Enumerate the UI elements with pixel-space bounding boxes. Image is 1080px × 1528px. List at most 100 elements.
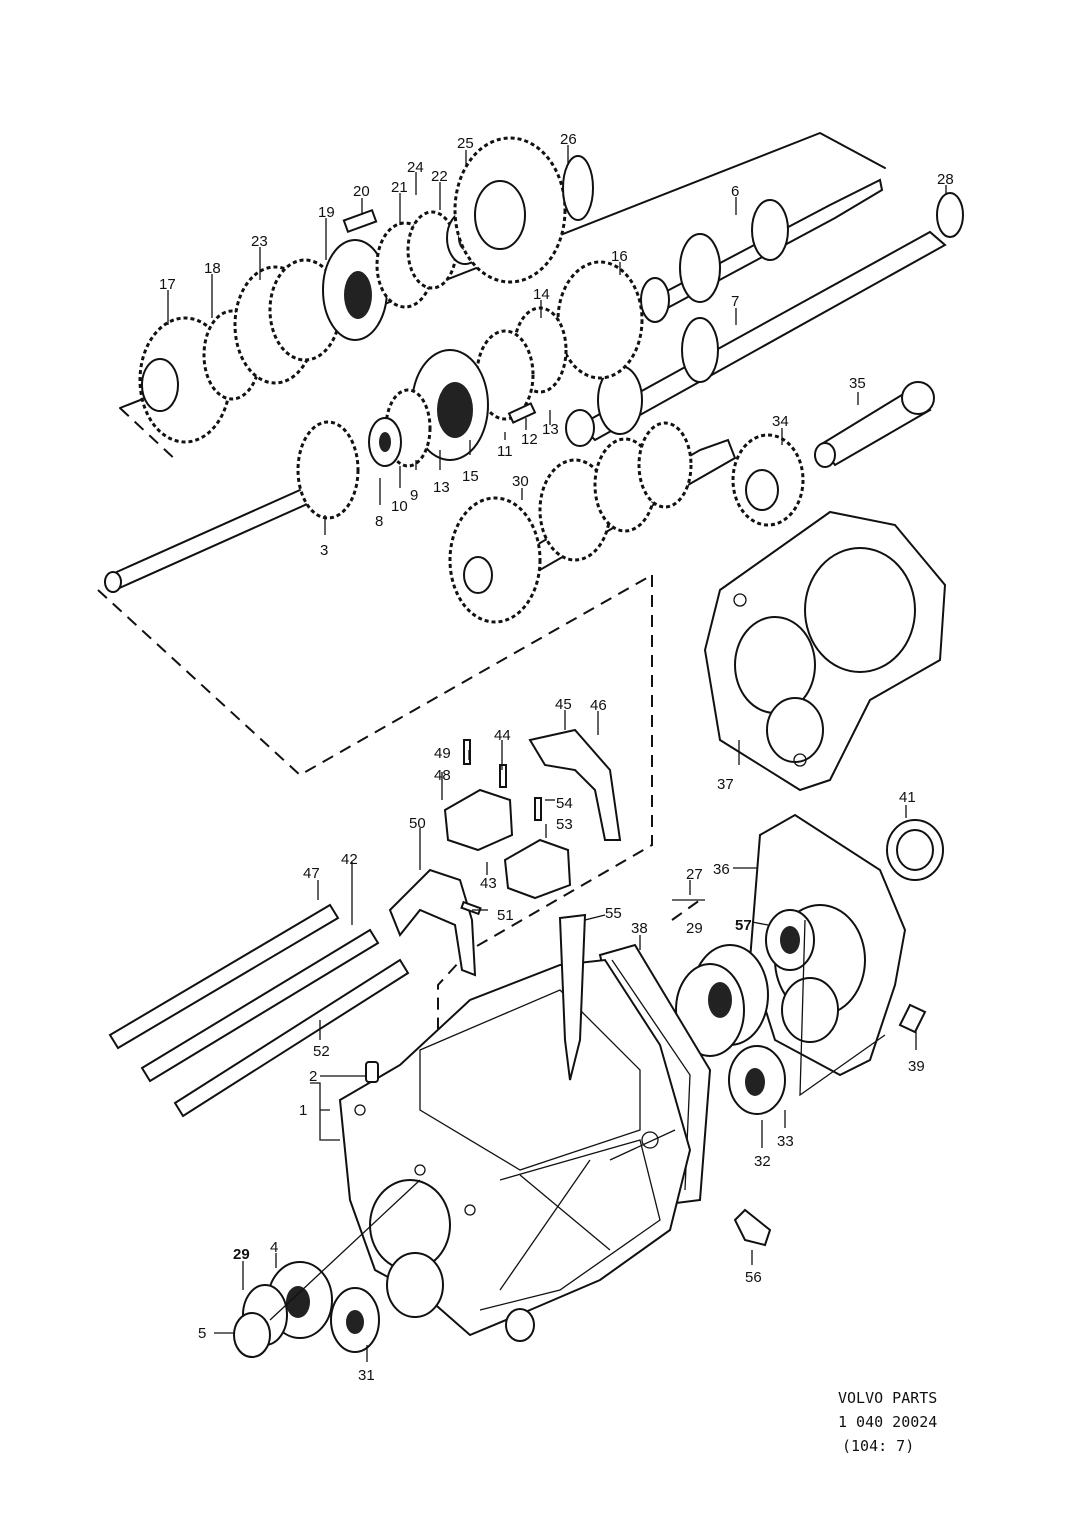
label-30: 30 [512,473,529,490]
transmission-housing-1 [338,958,692,1342]
label-12: 12 [521,431,538,448]
pins-44-49-51-54 [460,739,542,916]
lower-group-dash-frame [97,574,653,777]
label-39: 39 [908,1058,925,1075]
reference-line-2: 1 040 20024 [838,1413,937,1431]
label-47: 47 [303,865,320,882]
label-27: 27 [686,866,703,883]
label-9: 9 [410,487,418,504]
label-54: 54 [556,795,573,812]
label-32: 32 [754,1153,771,1170]
label-46: 46 [590,697,607,714]
label-2: 2 [309,1068,317,1085]
drawing-reference: VOLVO PARTS 1 040 20024 (104: 7) [838,1389,937,1455]
label-7: 7 [731,293,739,310]
label-4: 4 [270,1239,278,1256]
shift-block-48 [443,788,514,852]
reverse-shaft-35 [814,381,935,468]
washer-26 [562,155,594,221]
shift-fork-45 [528,728,622,841]
shift-rail-52 [173,958,410,1118]
label-33: 33 [777,1133,794,1150]
label-57: 57 [735,917,752,934]
label-3: 3 [320,542,328,559]
bearing-32-33 [728,1045,786,1115]
label-42: 42 [341,851,358,868]
label-43: 43 [480,875,497,892]
bearing-27 [675,944,769,1057]
leader-lines [167,145,947,1362]
label-25: 25 [457,135,474,152]
label-17: 17 [159,276,176,293]
label-50: 50 [409,815,426,832]
label-8: 8 [375,513,383,530]
label-38: 38 [631,920,648,937]
label-56: 56 [745,1269,762,1286]
label-6: 6 [731,183,739,200]
countershaft-7 [565,230,947,447]
label-28: 28 [937,171,954,188]
label-49: 49 [434,745,451,762]
label-5: 5 [198,1325,206,1342]
circlip-28 [936,192,964,238]
bearing-57 [765,909,815,971]
label-13b: 13 [433,479,450,496]
label-18: 18 [204,260,221,277]
label-29b: 29 [233,1246,250,1263]
seal-41 [886,819,944,881]
label-11: 11 [497,443,513,460]
bearing-31 [330,1287,380,1353]
label-45: 45 [555,696,572,713]
shift-fork-50 [388,868,477,977]
key-11-12 [507,402,537,424]
synchro-ring-21-24 [375,210,458,309]
reference-line-3: (104: 7) [842,1437,914,1455]
shift-rail-42 [140,928,380,1083]
label-19: 19 [318,204,335,221]
upper-group-dash-left [119,407,179,463]
label-34: 34 [772,413,789,430]
extension-housing-37 [703,510,947,792]
plug-56 [733,1208,772,1247]
bearing-9-10 [368,417,402,467]
part-labels: 1 2 3 4 5 6 7 8 9 10 11 12 13 13 14 15 1… [159,131,954,1384]
gear-25 [453,136,567,284]
label-23: 23 [251,233,268,250]
label-1: 1 [299,1102,307,1119]
label-24: 24 [407,159,424,176]
label-44: 44 [494,727,511,744]
input-shaft-3 [104,420,360,593]
label-14: 14 [533,286,550,303]
label-36: 36 [713,861,730,878]
shift-rail-47 [108,903,340,1050]
label-37: 37 [717,776,734,793]
label-22: 22 [431,168,448,185]
label-41: 41 [899,789,916,806]
reverse-gear-34 [731,433,805,527]
dowel-2 [365,1061,379,1083]
label-52: 52 [313,1043,330,1060]
bolt-39 [898,1003,927,1034]
reference-line-1: VOLVO PARTS [838,1389,937,1407]
label-51: 51 [497,907,514,924]
label-13a: 13 [542,421,559,438]
key-20 [342,208,378,234]
label-53: 53 [556,816,573,833]
label-29a: 29 [686,920,703,937]
label-35: 35 [849,375,866,392]
label-21: 21 [391,179,408,196]
label-48: 48 [434,767,451,784]
label-26: 26 [560,131,577,148]
gear-16 [556,260,644,380]
label-10: 10 [391,498,408,515]
circlip-5 [233,1312,271,1358]
label-20: 20 [353,183,370,200]
fork-group-dash-right [469,575,653,951]
label-16: 16 [611,248,628,265]
label-31: 31 [358,1367,375,1384]
mainshaft-6 [640,178,884,323]
front-cover-36 [748,813,907,1077]
label-55: 55 [605,905,622,922]
label-15: 15 [462,468,479,485]
